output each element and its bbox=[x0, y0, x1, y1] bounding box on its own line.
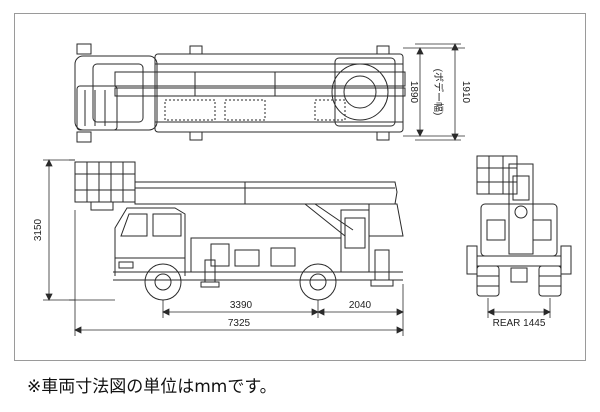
rear-view-dimensions bbox=[487, 298, 551, 318]
unit-footnote: ※車両寸法図の単位はmmです。 bbox=[27, 377, 277, 397]
top-view-dimensions bbox=[403, 43, 465, 141]
dim-rear-tread-1445: REAR 1445 bbox=[493, 318, 546, 329]
dim-wheelbase-3390: 3390 bbox=[230, 300, 253, 311]
dim-rear-overhang-2040: 2040 bbox=[349, 300, 372, 311]
dim-body-width-note: (ボデー幅) bbox=[432, 69, 445, 116]
dim-overall-length-7325: 7325 bbox=[228, 318, 251, 329]
drawing-frame: 1890 (ボデー幅) 1910 3150 3390 2040 7325 REA… bbox=[14, 13, 586, 361]
top-view bbox=[74, 43, 406, 143]
dim-total-width-1910: 1910 bbox=[460, 81, 471, 104]
side-view bbox=[74, 161, 404, 301]
dim-body-width-1890: 1890 bbox=[408, 81, 419, 104]
dim-height-3150: 3150 bbox=[33, 218, 44, 241]
side-view-dimensions bbox=[43, 159, 404, 336]
vehicle-dimension-drawing: 1890 (ボデー幅) 1910 3150 3390 2040 7325 REA… bbox=[33, 43, 572, 336]
rear-view bbox=[466, 155, 572, 297]
